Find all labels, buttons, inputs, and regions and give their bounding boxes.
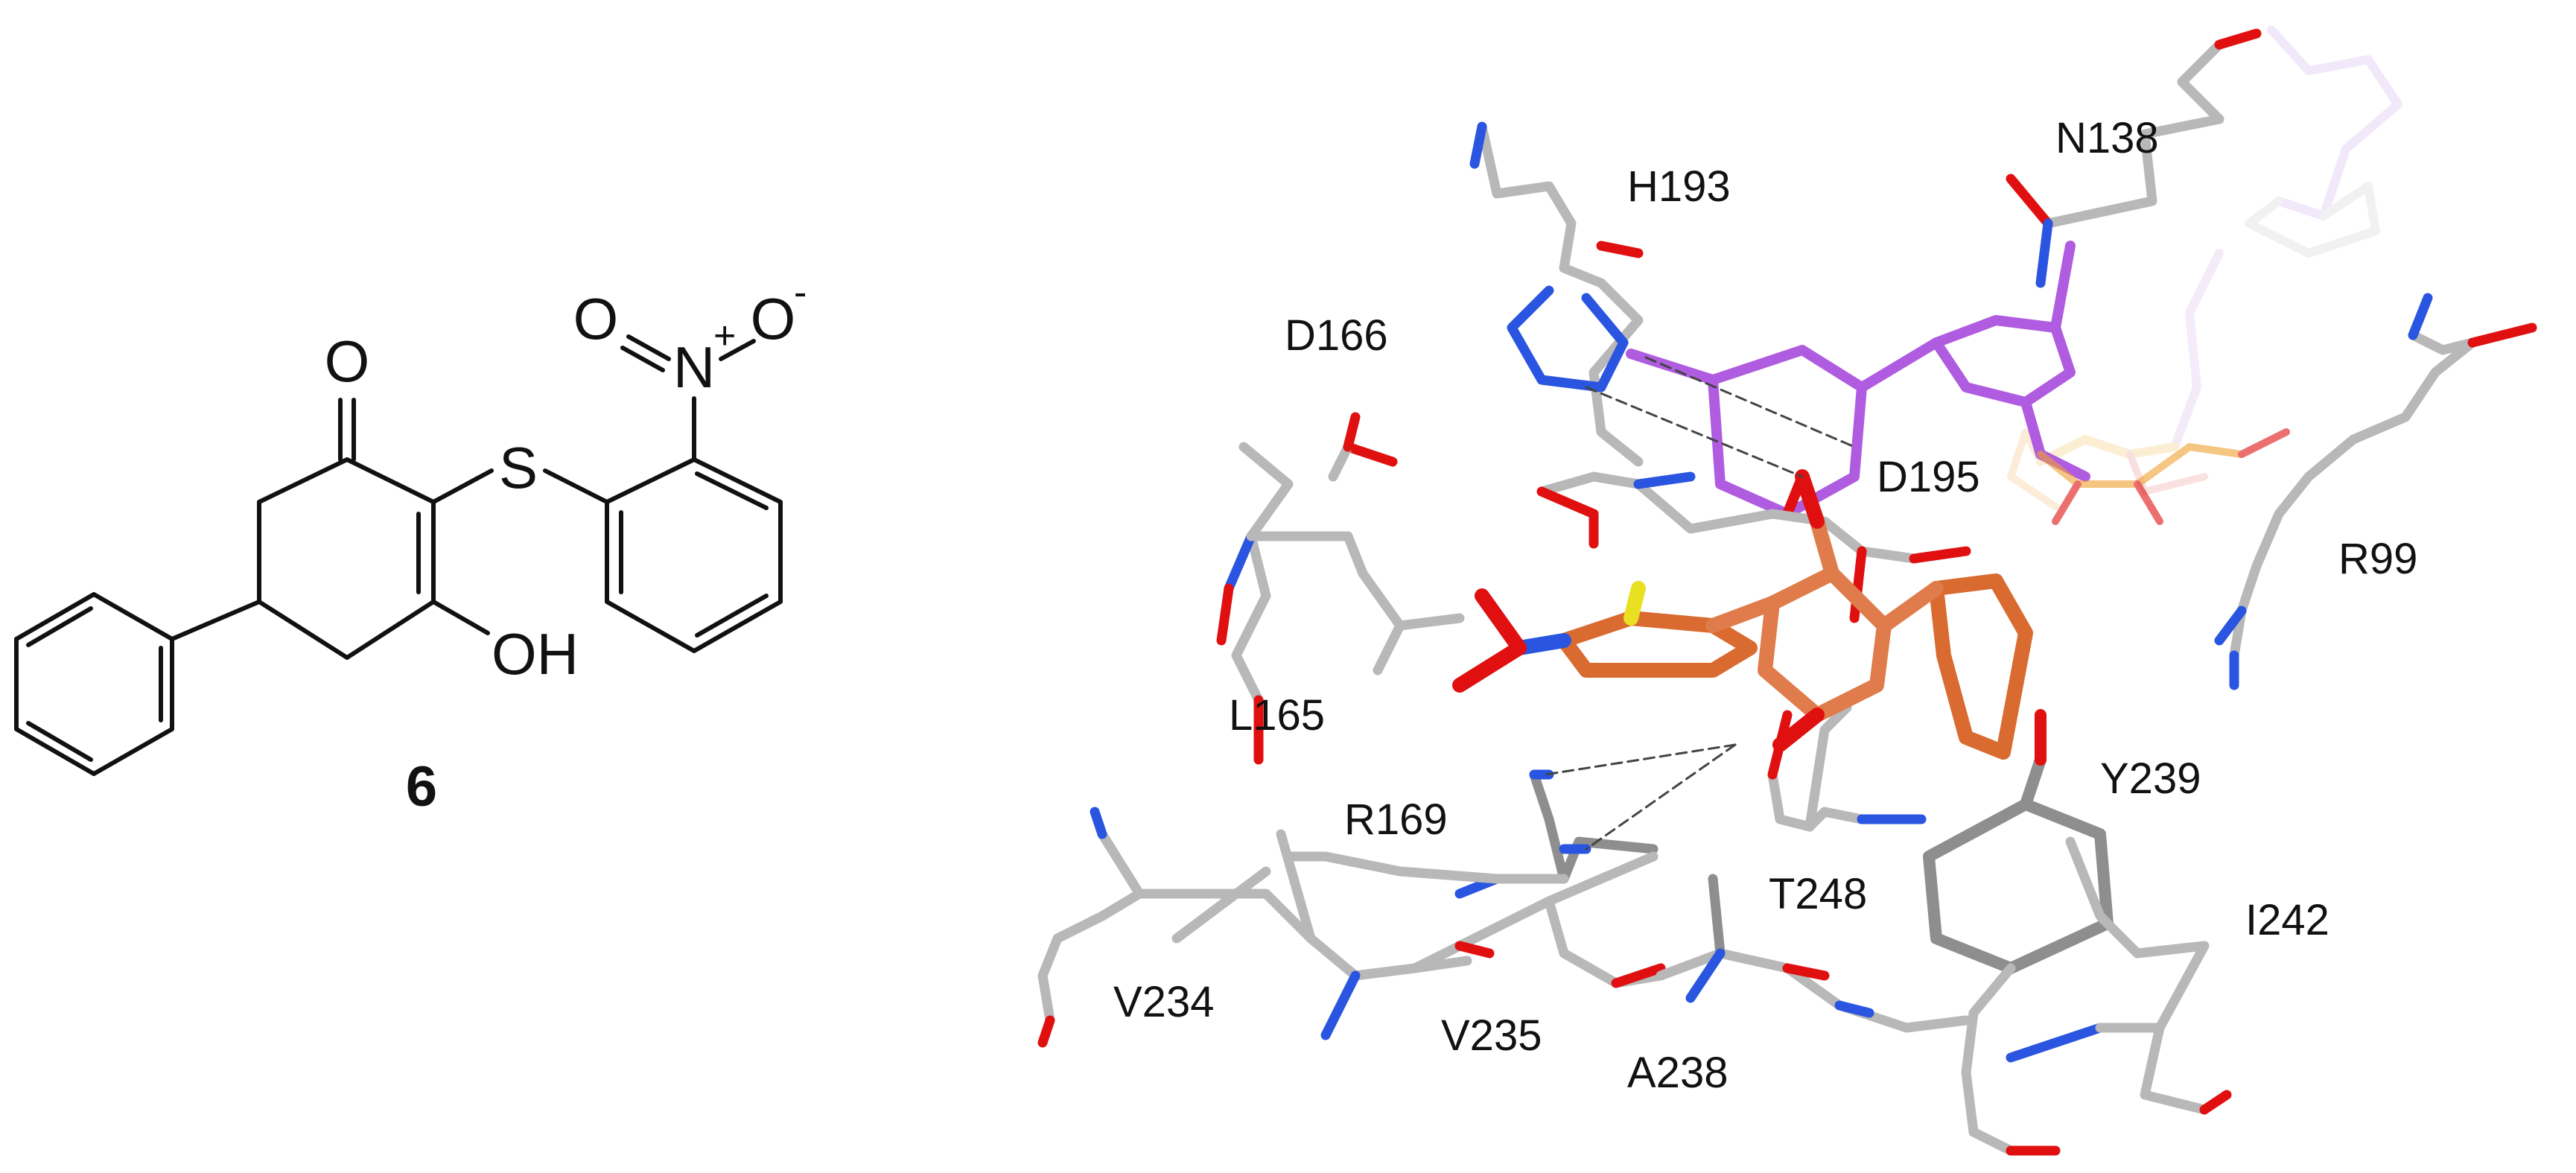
residue-label: L165	[1229, 691, 1325, 740]
residue-V235-sticks	[1410, 896, 1666, 988]
residue-label: T248	[1769, 870, 1867, 918]
residue-label: D166	[1285, 311, 1388, 360]
n-o-double-bond	[620, 346, 665, 372]
residue-A238-sticks	[1656, 948, 1971, 1033]
residue-label: N138	[2055, 114, 2159, 162]
nitrophenyl-double-bond	[695, 471, 769, 510]
nitro-oxygen-label: O	[573, 286, 619, 352]
hydroxyl-label: OH	[492, 621, 579, 687]
residue-label: V234	[1113, 978, 1214, 1026]
cyclohexenone-ring	[257, 457, 436, 660]
residue-R99-sticks	[2229, 330, 2478, 661]
cofactor-phosphate	[2037, 428, 2290, 525]
binding-site-model	[1037, 25, 2537, 1156]
s-c-bond	[543, 468, 609, 504]
residue-I242-sticks	[2065, 836, 2210, 1115]
residue-label: R99	[2338, 535, 2417, 583]
nitro-plus-charge: +	[713, 314, 736, 357]
residue-N138-sticks	[2043, 39, 2224, 229]
n-o-single-bond	[719, 339, 756, 361]
residue-label: A238	[1627, 1049, 1728, 1097]
hydrogen-bonds	[1544, 356, 1856, 851]
nitrophenyl-double-bond	[695, 594, 769, 638]
residue-D166-sticks	[1231, 442, 1294, 705]
chemical-structure	[14, 334, 783, 776]
ligand-cyclohexenone	[1758, 566, 1892, 722]
h-bond	[1644, 356, 1856, 448]
ligand-compound-6	[1452, 469, 2033, 760]
residue-label: V235	[1441, 1011, 1542, 1060]
ligand-phenyl	[1929, 573, 2033, 760]
c-s-bond	[431, 468, 494, 504]
n-o-double-bond	[626, 334, 671, 361]
phenyl-double-bond	[26, 606, 93, 647]
atom-labels: O S OH N + O O - 6	[325, 271, 807, 818]
residue-labels: N138 H193 D166 D195 R99 L165 Y239 R169 T…	[1113, 114, 2417, 1097]
residue-label: I242	[2245, 896, 2329, 944]
carbonyl-oxygen-label: O	[325, 328, 370, 394]
compound-number: 6	[406, 755, 437, 818]
nitrophenyl-ring	[605, 457, 783, 653]
residue-Y239-ring	[1923, 798, 2114, 974]
protein-residues	[1037, 28, 2537, 1156]
residue-V234-sticks	[1037, 829, 1145, 1026]
nitro-nitrogen-label: N	[673, 334, 715, 400]
nitro-minus-charge: -	[794, 271, 807, 314]
residue-label: H193	[1627, 162, 1731, 211]
h-bond	[1544, 743, 1737, 776]
nitro-oxygen-label: O	[751, 286, 796, 352]
residue-label: Y239	[2100, 754, 2201, 803]
phenyl-double-bond	[26, 721, 93, 762]
h-bond	[1585, 743, 1737, 851]
residue-H193-sticks	[1477, 121, 1644, 467]
h-bond	[1585, 386, 1804, 478]
phenyl-ring	[14, 592, 174, 776]
sulfur-label: S	[499, 435, 538, 500]
residue-D195-sticks	[1536, 471, 1919, 564]
residue-label: R169	[1344, 795, 1448, 844]
phenyl-link-bond	[170, 600, 261, 641]
c-oh-bond	[431, 600, 490, 635]
residue-L165-sticks	[1246, 531, 1405, 675]
residue-label: D195	[1877, 453, 1980, 501]
